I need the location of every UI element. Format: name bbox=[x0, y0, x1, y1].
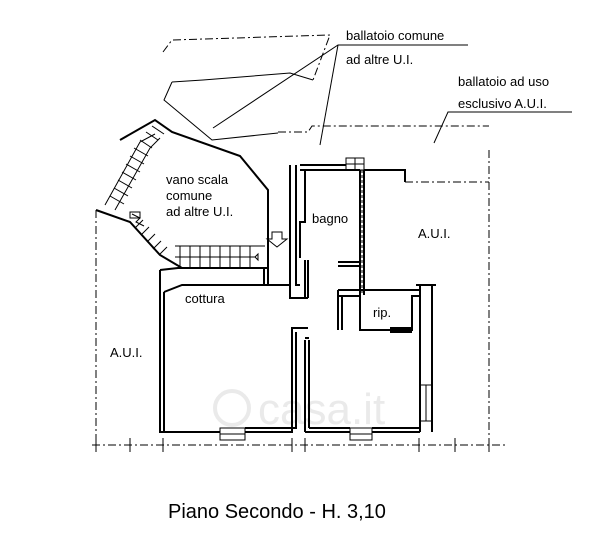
label-ballatoio-uso-line2: esclusivo A.U.I. bbox=[458, 96, 547, 111]
label-ballatoio-comune-line2: ad altre U.I. bbox=[346, 52, 413, 67]
windows bbox=[219, 157, 373, 441]
watermark-text: casa.it bbox=[258, 385, 385, 434]
apartment-walls bbox=[159, 164, 436, 433]
entrance-arrow-icon bbox=[265, 231, 289, 248]
label-ballatoio-uso-line1: ballatoio ad uso bbox=[458, 74, 549, 89]
dimension-ticks bbox=[95, 438, 490, 452]
label-cottura: cottura bbox=[185, 291, 226, 306]
label-aui-right: A.U.I. bbox=[418, 226, 451, 241]
ballatoio-outline bbox=[163, 72, 314, 141]
room-labels: ballatoio comune ad altre U.I. ballatoio… bbox=[110, 28, 549, 360]
label-bagno: bagno bbox=[312, 211, 348, 226]
label-ballatoio-comune-line1: ballatoio comune bbox=[346, 28, 444, 43]
casa-it-watermark: casa.it bbox=[213, 385, 385, 434]
label-vano-scala-line3: ad altre U.I. bbox=[166, 204, 233, 219]
label-vano-scala-line2: comune bbox=[166, 188, 212, 203]
label-vano-scala-line1: vano scala bbox=[166, 172, 229, 187]
label-rip: rip. bbox=[373, 305, 391, 320]
leader-lines bbox=[212, 44, 572, 146]
label-aui-left: A.U.I. bbox=[110, 345, 143, 360]
property-boundaries bbox=[92, 34, 505, 446]
plan-caption: Piano Secondo - H. 3,10 bbox=[168, 501, 386, 523]
